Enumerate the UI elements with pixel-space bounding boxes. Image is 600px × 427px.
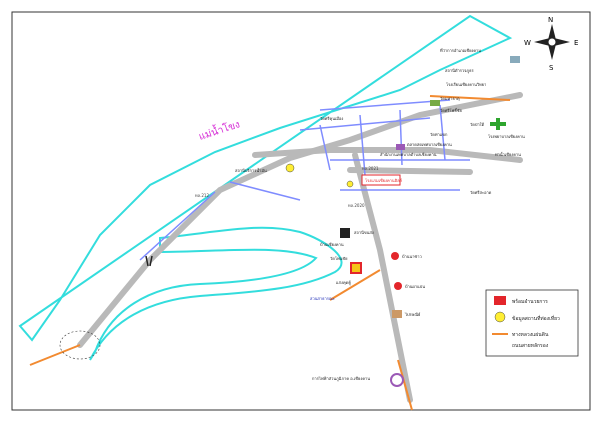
place-label: สถานีตำรวจภูธร (445, 68, 475, 74)
river-label: แม่น้ำโขง (197, 116, 242, 143)
place-label: วัดศรีคุนเมือง (320, 116, 343, 122)
place-label: วัดมหาธาตุ (440, 96, 460, 102)
compass-east-arrow (554, 38, 570, 46)
info-point (285, 163, 295, 173)
compass-center (547, 37, 557, 47)
compass-e-label: E (574, 39, 578, 47)
highway-east (429, 95, 511, 101)
street-8 (439, 104, 446, 161)
compass-north-arrow (548, 24, 556, 40)
bridge-mark (145, 255, 153, 267)
highway-south (397, 359, 413, 411)
compass-n-label: N (548, 16, 553, 24)
road-east (347, 167, 473, 175)
place-label: สำนักงานเทศบาลตำบลเชียงคาน (380, 152, 437, 157)
post-office-icon (392, 310, 402, 318)
main-roads (77, 92, 523, 403)
mekong-river (18, 14, 513, 342)
landmark-icon (394, 282, 402, 290)
place-label: บ้านผาแบ่น (405, 284, 425, 289)
bridge (145, 255, 153, 267)
legend-label-2: ข้อมูลสถานที่ท่องเที่ยว (512, 315, 560, 322)
place-label: วัดโพนชัย (330, 256, 347, 261)
temple-icon (430, 100, 440, 106)
hotel-highlight-box (361, 174, 401, 186)
legend-symbol-yellow-circle (494, 311, 506, 323)
place-label: สถานีบริการน้ำมัน (235, 166, 267, 173)
compass-s-label: S (549, 64, 554, 72)
place-label: แก่งคุดคู้ (336, 280, 351, 286)
place-label: โรงเรียนเชียงคานวิทยา (446, 82, 486, 87)
place-label: โรงแรมเชียงคานฮิลล์ (365, 178, 403, 183)
village-circle (59, 330, 101, 360)
bus-station-icon (340, 228, 350, 238)
place-label: ไปรษณีย์ (404, 312, 420, 317)
road-number-1: ทล.212 (195, 193, 209, 198)
place-label: ที่ว่าการอำเภอเชียงคาน (440, 48, 482, 53)
market-icon (396, 144, 405, 150)
temple-icon-red-inner (352, 264, 360, 272)
place-label: บ้านเชียงคาน (320, 242, 344, 247)
road-number-2: ทล.2021 (362, 166, 379, 171)
place-label: สถานีขนส่ง (354, 230, 374, 235)
street-1 (299, 117, 431, 131)
river-branch (89, 226, 343, 361)
streets (139, 99, 470, 261)
legend-label-1: พร้อมอำนวยการ (512, 298, 548, 305)
road-riverside (77, 92, 523, 348)
compass-south-arrow (548, 44, 556, 60)
place-label: วัดศรีโพธิ์ชัย (440, 107, 462, 113)
place-label: ท่าน้ำเชียงคาน (495, 150, 521, 157)
map-border (11, 11, 591, 411)
landmark-icon (391, 252, 399, 260)
places: ที่ว่าการอำเภอเชียงคาน สถานีตำรวจภูธร โร… (59, 48, 525, 387)
street-6 (359, 114, 366, 176)
hospital-icon (490, 118, 506, 130)
legend: พร้อมอำนวยการ ข้อมูลสถานที่ท่องเที่ยว ทา… (485, 289, 579, 357)
place-label: ตลาดสดเทศบาลเชียงคาน (407, 142, 452, 147)
road-town (252, 147, 523, 163)
district-office-icon (510, 56, 520, 63)
street-10 (139, 191, 216, 261)
electricity-office-icon (390, 373, 404, 387)
highway-west (29, 344, 81, 366)
place-label: วัดท่าแขก (430, 132, 448, 137)
compass-west-arrow (534, 38, 550, 46)
place-label: สวนสาธารณะ (310, 296, 335, 301)
road-south (352, 152, 413, 403)
place-label: การไฟฟ้าส่วนภูมิภาค อ.เชียงคาน (312, 376, 370, 382)
compass-rose: N E S W (524, 16, 578, 72)
place-label: วัดป่าใต้ (470, 122, 485, 127)
legend-label-4: ถนนสายหลักรอง (512, 343, 549, 349)
legend-label-3: ทางหลวงแผ่นดิน (512, 331, 549, 338)
road-number-3: ทล.2020 (348, 203, 365, 208)
street-9 (229, 181, 301, 201)
legend-symbol-red-square (494, 296, 506, 305)
highway-mid (329, 269, 381, 301)
street-7 (399, 109, 403, 166)
street-2 (319, 99, 451, 111)
street-5 (319, 124, 331, 171)
info-point (346, 180, 354, 188)
compass-w-label: W (524, 39, 531, 47)
place-label: วัดศรีสะอาด (470, 190, 492, 195)
place-label: โรงพยาบาลเชียงคาน (488, 134, 525, 139)
place-label: บ้านนาซ่าว (402, 254, 422, 259)
highways (29, 95, 511, 411)
